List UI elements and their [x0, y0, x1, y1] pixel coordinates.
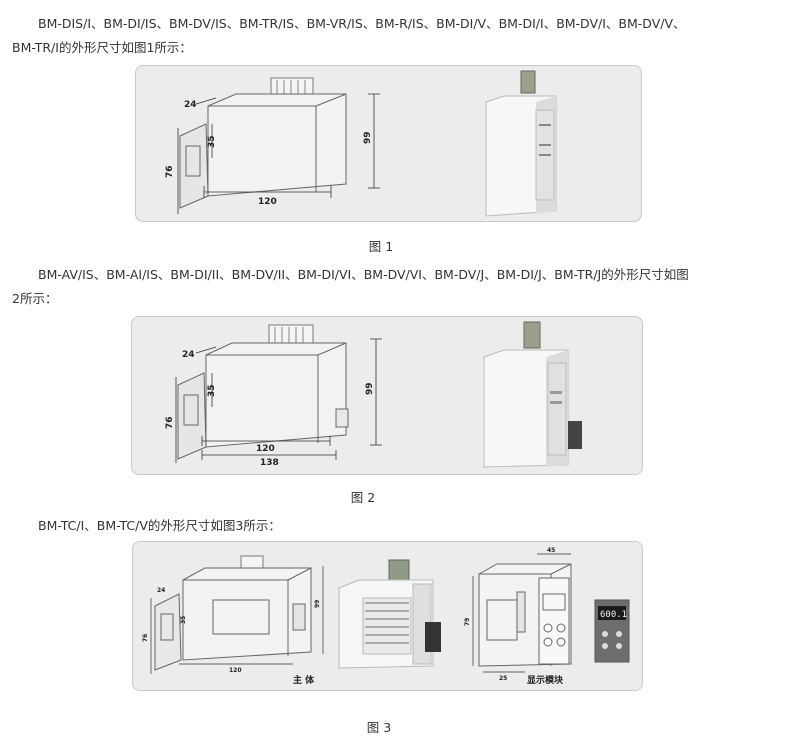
figure-3-drawing: 120 76 99 24 35 主 体	[142, 547, 630, 686]
dim-35: 35	[207, 384, 217, 397]
figure-2-panel: 24 35 76 99 120 138	[131, 316, 643, 475]
module-body	[207, 93, 347, 197]
paragraph-2-line-2: 2所示：	[12, 291, 58, 306]
dim-24: 24	[184, 100, 197, 110]
dim-120: 120	[256, 444, 275, 454]
intro-paragraph-2-cont: 2所示：	[12, 287, 787, 311]
intro-paragraph-2: BM-AV/IS、BM-AI/IS、BM-DI/II、BM-DV/II、BM-D…	[12, 263, 787, 287]
display-module-photo: 600.1	[594, 599, 630, 663]
figure-2-drawing: 24 35 76 99 120 138	[165, 321, 582, 468]
dim-76: 76	[165, 165, 175, 178]
figure-2-caption: 图 2	[350, 490, 376, 505]
display-digits: 600.1	[600, 610, 627, 620]
dim-99: 99	[314, 600, 321, 608]
figure-1-panel: 24 35 76 99 120	[135, 65, 642, 222]
paragraph-1-line-2: BM-TR/I的外形尺寸如图1所示：	[12, 40, 192, 55]
product-photo-1	[485, 70, 557, 217]
dim-35: 35	[180, 616, 187, 624]
dim-76: 76	[142, 634, 149, 642]
label-display-module: 显示模块	[527, 674, 564, 686]
main-body-drawing: 120 76 99 24 35	[142, 555, 324, 674]
paragraph-1-line-1: BM-DIS/I、BM-DI/IS、BM-DV/IS、BM-TR/IS、BM-V…	[38, 16, 686, 31]
dim-45: 45	[547, 547, 555, 554]
display-module-drawing: 45 79 25	[464, 547, 572, 682]
dim-99: 99	[363, 131, 373, 144]
dim-79: 79	[464, 618, 471, 626]
figure-3-caption: 图 3	[366, 720, 392, 735]
figure-3-panel: 120 76 99 24 35 主 体	[132, 541, 643, 691]
dim-25: 25	[499, 675, 507, 682]
paragraph-3-line-1: BM-TC/I、BM-TC/V的外形尺寸如图3所示：	[38, 518, 281, 533]
paragraph-2-line-1: BM-AV/IS、BM-AI/IS、BM-DI/II、BM-DV/II、BM-D…	[38, 267, 689, 282]
din-rail-clip	[179, 123, 209, 209]
dim-76: 76	[165, 416, 175, 429]
dim-120: 120	[229, 667, 242, 674]
intro-paragraph-3: BM-TC/I、BM-TC/V的外形尺寸如图3所示：	[12, 514, 787, 538]
din-rail-clip	[177, 372, 207, 460]
side-connector	[568, 421, 582, 449]
dim-99: 99	[365, 382, 375, 395]
product-photo-2	[483, 321, 582, 468]
dim-24: 24	[182, 350, 195, 360]
dim-120: 120	[258, 197, 277, 207]
dim-138: 138	[260, 458, 279, 468]
figure-1-drawing: 24 35 76 99 120	[165, 70, 557, 217]
intro-paragraph-1: BM-DIS/I、BM-DI/IS、BM-DV/IS、BM-TR/IS、BM-V…	[12, 12, 787, 36]
dim-24: 24	[157, 587, 165, 594]
figure-1-caption: 图 1	[368, 239, 394, 254]
module-body	[205, 342, 347, 448]
intro-paragraph-1-cont: BM-TR/I的外形尺寸如图1所示：	[12, 36, 787, 60]
product-photo-3	[338, 559, 441, 669]
dim-35: 35	[207, 135, 217, 148]
label-main-body: 主 体	[293, 674, 315, 686]
